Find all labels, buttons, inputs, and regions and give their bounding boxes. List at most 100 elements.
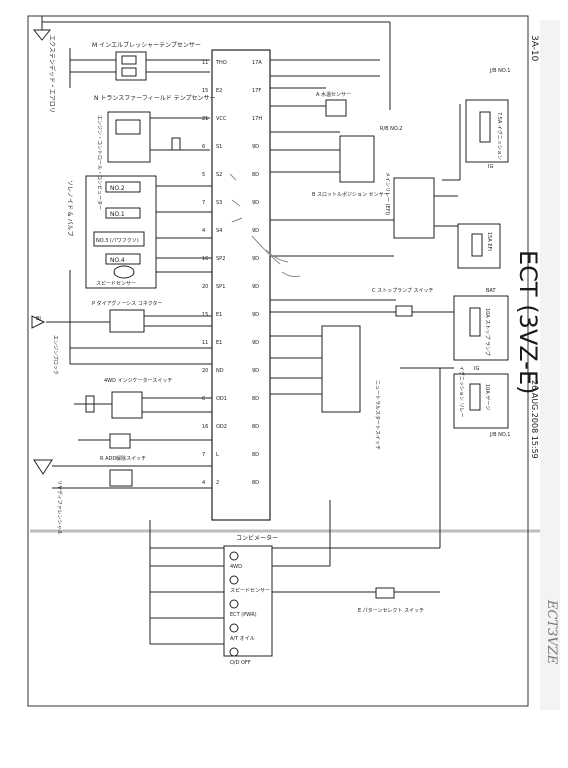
page-code: 3A-10	[529, 35, 539, 62]
ecu-pin-name: SP2	[216, 256, 225, 262]
ecu-pin-number: 15	[202, 312, 208, 318]
transfer-temp-sensor-label: N トランスファーフィールド テンプセンサー	[94, 95, 216, 102]
ecu-pin-number: 20	[202, 284, 208, 290]
pencil-marks	[229, 173, 301, 277]
stop-lamp-switch: C ストップランプ スイッチ	[372, 288, 434, 317]
indicator-lamp-icon	[229, 647, 239, 657]
ecu-pin-connector: 8D	[252, 396, 259, 402]
ecu-pin-connector: 9D	[252, 340, 259, 346]
neutral-start-switch: ニュートラルスタートスイッチ	[321, 325, 381, 450]
ig-terminal-top: IG	[488, 164, 493, 170]
ecu-pin-connector: 9D	[252, 228, 259, 234]
indicator-lamp-icon	[229, 623, 239, 633]
ecu-pin-connector: 9D	[252, 200, 259, 206]
page-title: ECT (3VZ-E)	[514, 250, 542, 394]
ecu-pin-number: 7	[202, 452, 205, 458]
neutral-start-label: ニュートラルスタートスイッチ	[374, 380, 381, 450]
solenoid-no1: NO.1	[110, 211, 125, 218]
transfer-ground: リヤディファレンシャル	[33, 459, 63, 535]
bat-terminal: BAT	[486, 288, 496, 294]
water-temp-sensor-label: A 水温センサー	[316, 91, 351, 98]
engine-block-label: エンジンブロック	[52, 335, 59, 375]
indicator-label: ECT (PWR)	[230, 612, 257, 618]
ecu-pin-name: 2	[216, 480, 219, 486]
four-wd-switch: 4WD インジケータースイッチ	[104, 377, 172, 419]
ground-symbol-top	[32, 16, 52, 41]
indicator-lamp-icon	[229, 599, 239, 609]
ecu-pin-number: 16	[202, 424, 208, 430]
speed-sensor-label: スピードセンサー	[96, 281, 136, 287]
ecu-pin-connector: 8D	[252, 452, 259, 458]
solenoid-no2: NO.2	[110, 185, 125, 192]
add-release-switch: R ADD解除スイッチ	[100, 433, 146, 462]
engine-block-ground: BJ エンジンブロック	[31, 315, 70, 375]
ig-relay-label: イグニッション リレー	[458, 366, 465, 418]
indicator-label: A/T オイル	[230, 636, 255, 642]
solenoid-block-label: ソレノイド & バルブ	[66, 180, 74, 237]
ecu-pin-name: THO	[215, 60, 227, 66]
ecu-pin-number: 6	[202, 144, 205, 150]
throttle-position-sensor: B スロットルポジション センサー	[312, 135, 389, 198]
ecu-pin-name: E2	[216, 88, 222, 94]
main-relay-label: メインリレー (EFI)	[384, 172, 390, 215]
bj-label: BJ	[36, 316, 41, 322]
ecu-pin-connector: 8D	[252, 480, 259, 486]
ecu-pin-name: L	[216, 452, 219, 458]
ecu-box: エンジン・コントロール・コンピューター	[96, 111, 151, 210]
transfer-temp-sensor: N トランスファーフィールド テンプセンサー	[94, 95, 216, 102]
ecu-pin-number: 4	[202, 480, 205, 486]
diagnostic-connector: P ダイアグノーシス コネクター	[92, 300, 163, 333]
ig-fuse-label: 7.5A イグニッション	[496, 112, 503, 160]
ecu-pin-connector: 17F	[252, 88, 261, 94]
efi-fuse-box: 15A EFI	[457, 223, 501, 269]
ig-terminal-lower: IG	[474, 366, 479, 372]
ecu-pin-name: S3	[216, 200, 222, 206]
gauge-fuse-label: 10A ゲージ	[484, 384, 491, 410]
ecu-pin-name: ND	[216, 368, 224, 374]
ignition-relay: 10A ゲージ イグニッション リレー J/B NO.1 IG	[453, 366, 510, 438]
ecu-pin-number: 7	[202, 200, 205, 206]
ecu-pin-name: S2	[216, 172, 222, 178]
indicator-lamp-icon	[229, 551, 239, 561]
solenoid-no4: NO.4	[110, 257, 125, 264]
pattern-select-label: E パターンセレクト スイッチ	[358, 607, 424, 614]
combination-meter-label: コンビメーター	[236, 534, 278, 542]
ecu-pin-connector: 8D	[252, 172, 259, 178]
ecu-pin-connector: 9D	[252, 256, 259, 262]
stop-lamp-fuse-box: 10A ストップ ランプ BAT	[453, 288, 509, 361]
ecu-pin-name: S4	[216, 228, 222, 234]
solenoid-block: ソレノイド & バルブ NO.2 NO.1 NO.3 (パワフクソ) NO.4 …	[66, 175, 157, 289]
ecu-pin-name: OD1	[216, 396, 227, 402]
indicator-label: O/D OFF	[230, 660, 251, 666]
handwritten-note: ECT3VZE	[544, 599, 559, 665]
ecu-pin-name: E1	[216, 312, 222, 318]
ecu-pin-number: 11	[202, 60, 208, 66]
four-wd-switch-label: 4WD インジケータースイッチ	[104, 377, 172, 384]
ecu-pin-name: E1	[216, 340, 222, 346]
ecu-pin-connector: 9D	[252, 368, 259, 374]
date-stamp: 26.AUG.2008 15:59	[530, 380, 539, 459]
diagram-frame	[27, 15, 529, 707]
ecu-pin-number: 11	[202, 340, 208, 346]
ecu-pin-name: SP1	[216, 284, 225, 290]
rb-no2-label: R/B NO.2	[380, 126, 402, 132]
ecu-pin-connector: 8D	[252, 424, 259, 430]
ground-label: エクステンデッド・エアロリ	[48, 35, 56, 113]
ecu-pin-connector: 9D	[252, 312, 259, 318]
ecu-pin-connector: 9D	[252, 284, 259, 290]
indicator-lamp-icon	[229, 575, 239, 585]
ecu-pin-number: 16	[202, 256, 208, 262]
jb1-label-top: J/B NO.1	[489, 68, 510, 74]
ecu-pin-name: S1	[216, 144, 222, 150]
ecu-pin-number: 20	[202, 368, 208, 374]
ecu-pin-connector: 17A	[252, 60, 262, 66]
pattern-select-switch: E パターンセレクト スイッチ	[358, 587, 424, 614]
indicator-label: スピードセンサー	[230, 588, 270, 594]
ecu-pin-name: OD2	[216, 424, 227, 430]
throttle-sensor-label: B スロットルポジション センサー	[312, 191, 389, 198]
ecu-pin-name: VCC	[216, 116, 227, 122]
